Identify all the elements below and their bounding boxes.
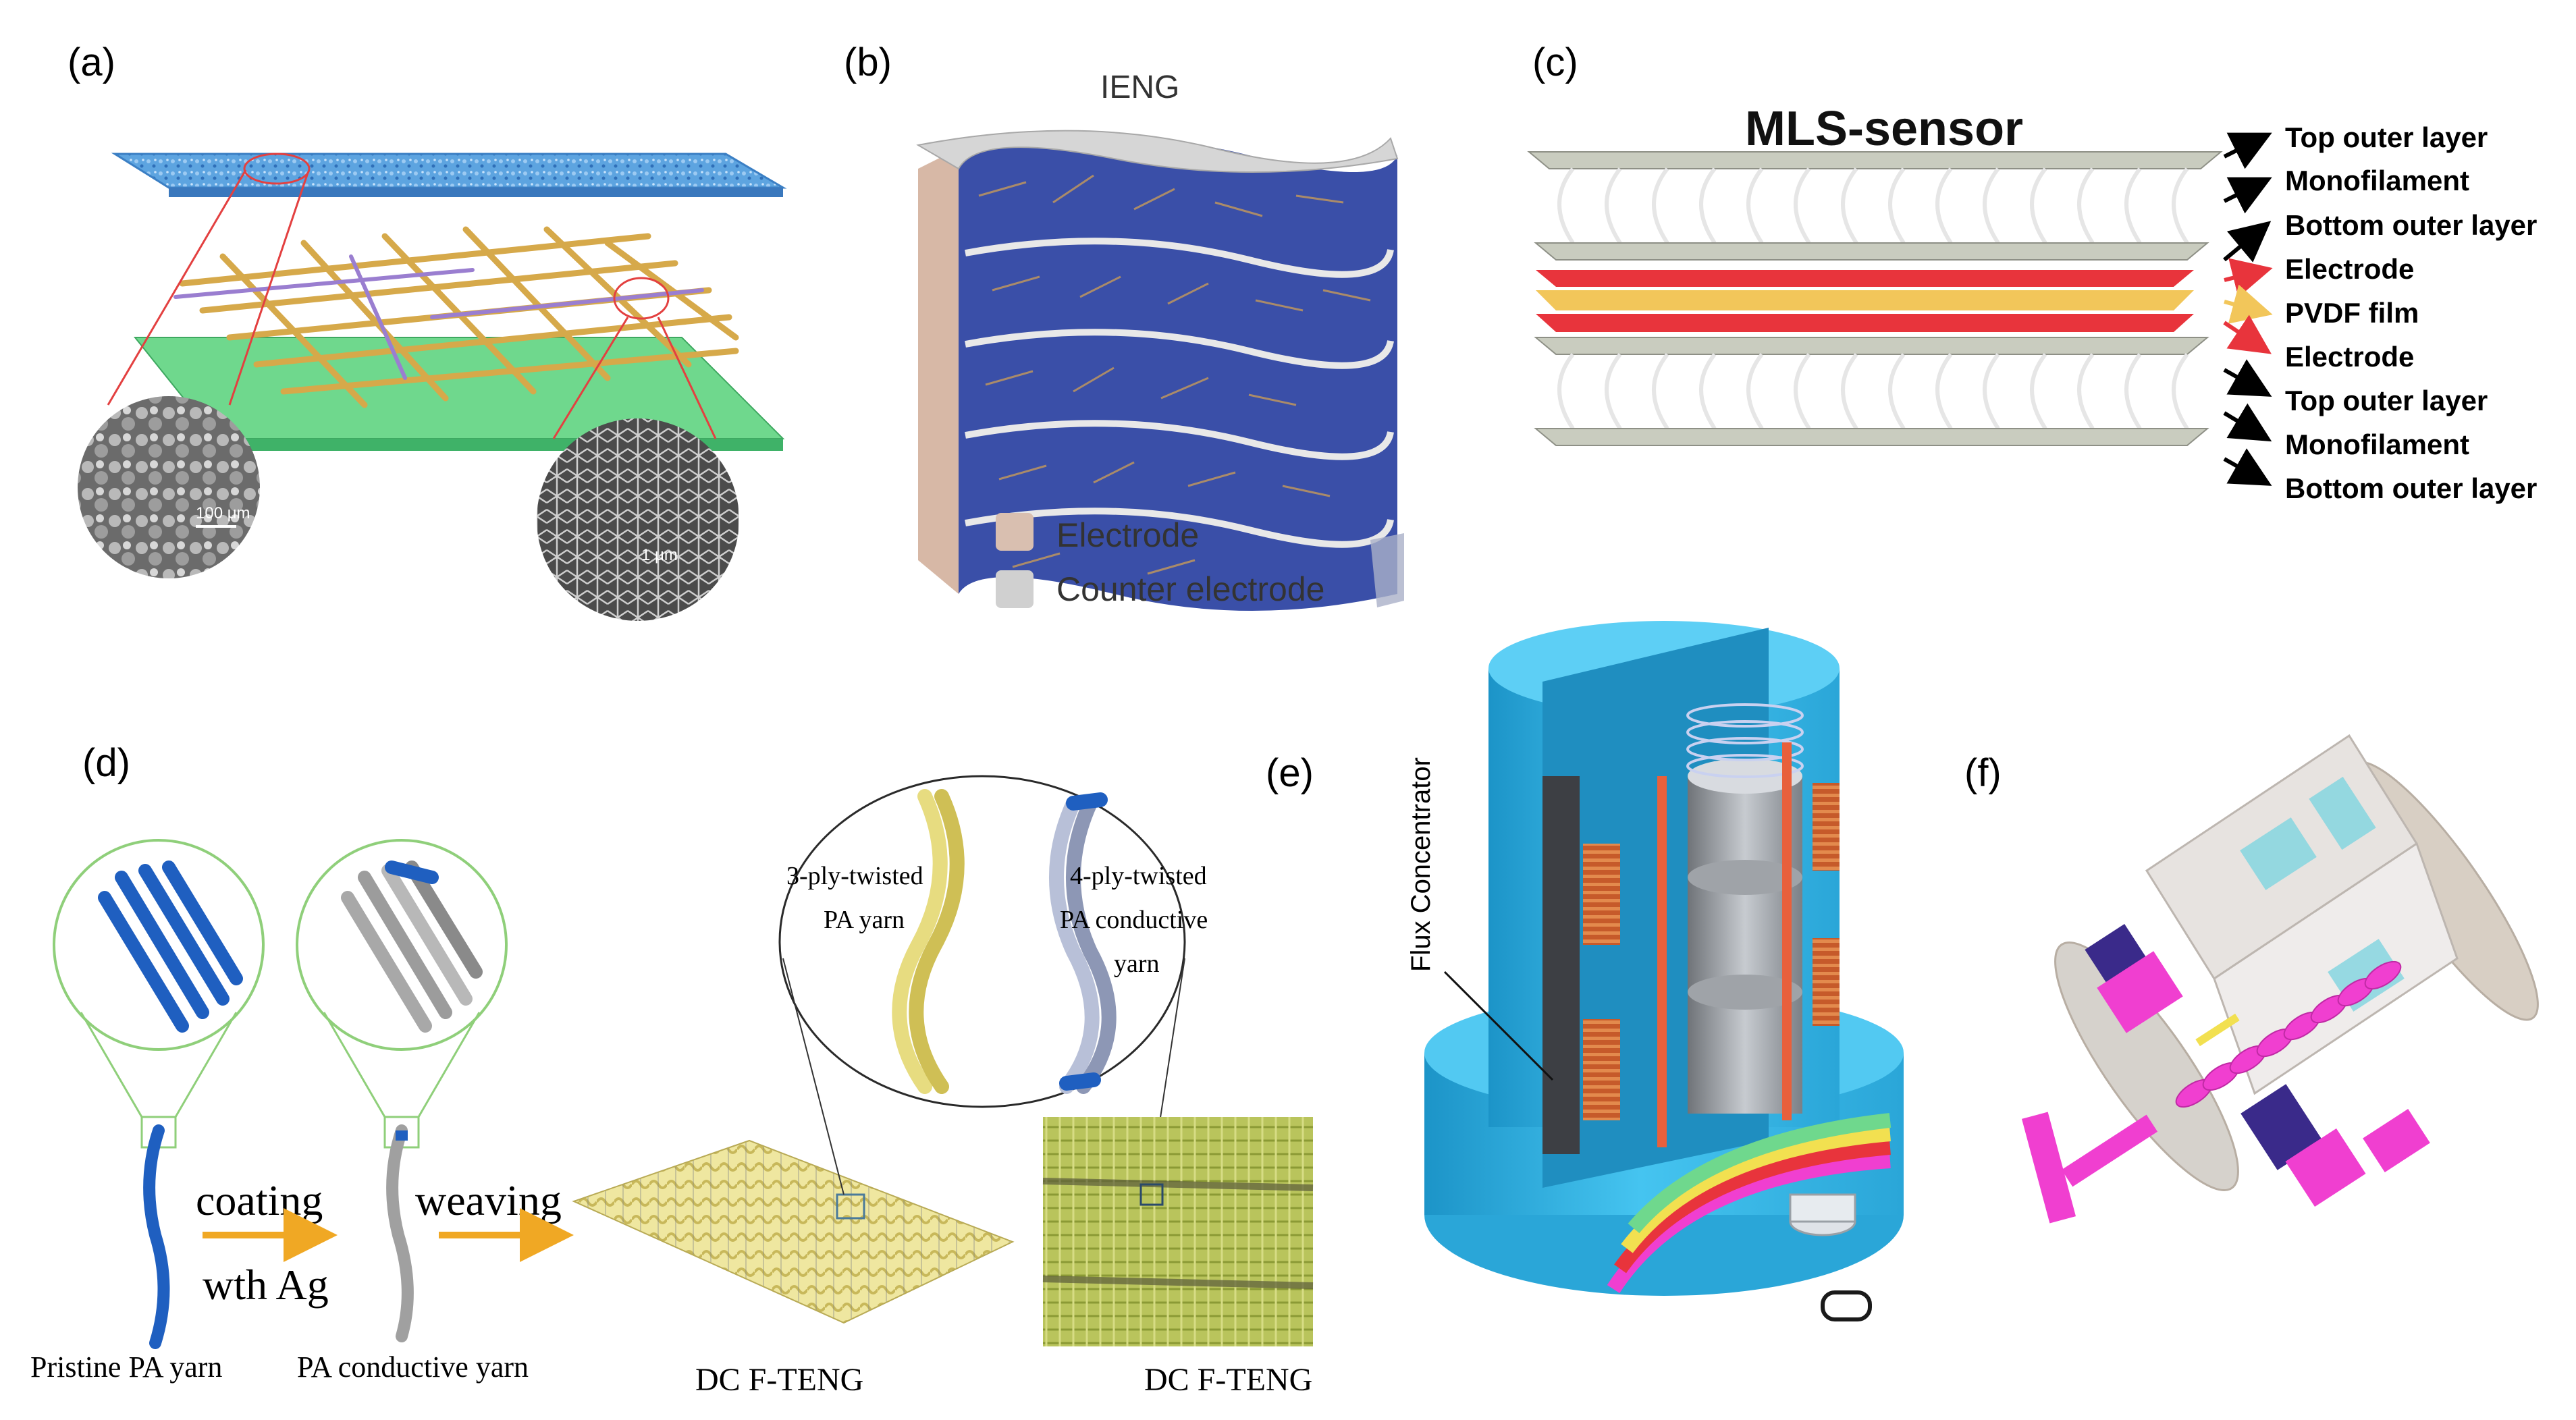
fabric-photo — [1043, 1117, 1313, 1346]
pristine-yarn — [143, 1124, 170, 1349]
woven-fabric — [572, 1139, 1015, 1324]
coating-label: coating — [196, 1176, 323, 1224]
panel-b-label: (b) — [844, 40, 892, 84]
caption-conductive-yarn: PA conductive yarn — [297, 1350, 529, 1384]
mls-sensor-title: MLS-sensor — [1745, 102, 2023, 156]
panel-a-label: (a) — [68, 40, 115, 84]
panel-c: (c) MLS-sensor — [1527, 40, 2537, 504]
legend-counter-electrode: Counter electrode — [1056, 570, 1324, 608]
handle — [2021, 1112, 2076, 1224]
scale-bar-100um: 100 μm — [196, 504, 250, 522]
panel-a: (a) — [68, 40, 787, 621]
four-ply-yarn — [1049, 792, 1117, 1094]
inset-3ply-line2: PA yarn — [824, 906, 905, 934]
panel-b: (b) IENG Elect — [844, 40, 1404, 611]
conductive-yarn — [386, 1124, 414, 1342]
with-ag-label: wth Ag — [203, 1261, 329, 1309]
inset-3ply-line1: 3-ply-twisted — [786, 862, 923, 890]
label-bottom-outer-layer-2: Bottom outer layer — [2285, 472, 2537, 504]
yarn-inset-circle — [778, 775, 1186, 1108]
inset-4ply-line1: 4-ply-twisted — [1070, 862, 1207, 890]
layer-labels: Top outer layer Monofilament Bottom oute… — [2223, 121, 2537, 504]
caption-dc-f-teng-2: DC F-TENG — [1144, 1362, 1312, 1398]
electrode-swatch — [996, 513, 1034, 551]
panel-c-label: (c) — [1532, 40, 1578, 84]
flux-concentrator-bar — [1542, 776, 1580, 1154]
weaving-label: weaving — [415, 1176, 562, 1224]
counter-electrode-swatch — [996, 570, 1034, 608]
panel-f: (f) — [1964, 734, 2539, 1224]
label-top-outer-layer-2: Top outer layer — [2285, 385, 2488, 416]
panel-d-label: (d) — [82, 741, 130, 785]
flux-concentrator-label: Flux Concentrator — [1406, 757, 1436, 972]
label-top-outer-layer: Top outer layer — [2285, 121, 2488, 153]
caption-dc-f-teng-1: DC F-TENG — [695, 1362, 863, 1398]
inset-4ply-line2: PA conductive — [1060, 906, 1208, 934]
scale-bar-1um: 1 μm — [641, 546, 678, 564]
panel-d: (d) coating wth Ag weaving Pristine P — [30, 741, 1314, 1398]
panel-e-label: (e) — [1266, 751, 1314, 795]
caption-pristine-yarn: Pristine PA yarn — [30, 1350, 222, 1384]
panel-e: (e) — [1266, 621, 1904, 1321]
sem-inset-right — [537, 418, 739, 621]
label-electrode-upper: Electrode — [2285, 253, 2414, 285]
legend-electrode: Electrode — [1056, 516, 1199, 554]
label-bottom-outer-layer: Bottom outer layer — [2285, 209, 2537, 241]
ieng-title: IENG — [1100, 70, 1179, 105]
sem-inset-left — [78, 396, 260, 578]
blue-top-sheet — [111, 153, 787, 189]
label-monofilament-2: Monofilament — [2285, 429, 2469, 460]
inset-4ply-line3: yarn — [1114, 950, 1160, 978]
label-pvdf-film: PVDF film — [2285, 297, 2419, 329]
label-monofilament: Monofilament — [2285, 165, 2469, 196]
panel-f-label: (f) — [1964, 751, 2002, 795]
label-electrode-lower: Electrode — [2285, 341, 2414, 373]
three-ply-yarn — [892, 789, 965, 1094]
helical-shaft — [2175, 960, 2402, 1108]
